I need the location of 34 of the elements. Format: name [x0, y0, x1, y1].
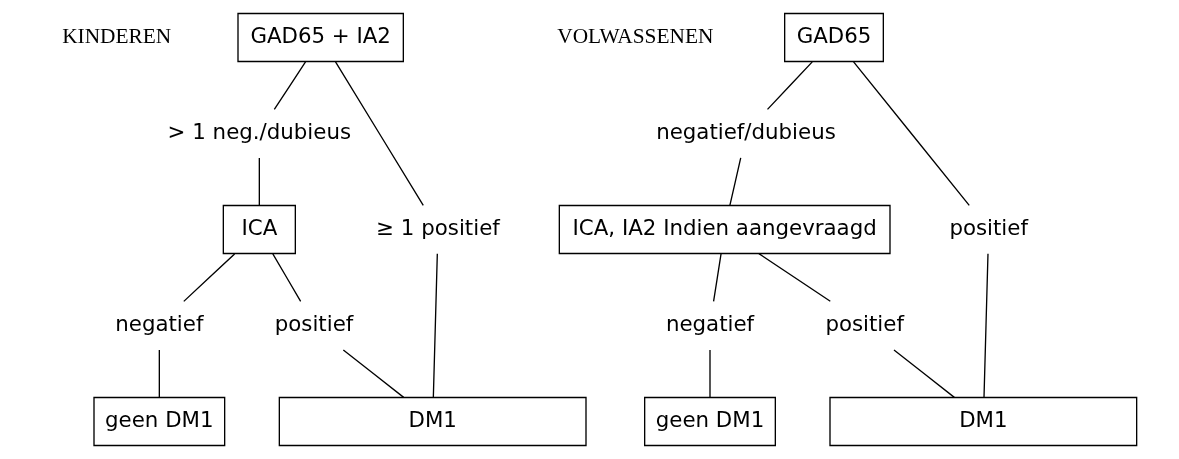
connector [982, 253, 989, 399]
node-box: geen DM1 [92, 396, 225, 447]
node-box: GAD65 + IA2 [236, 12, 404, 63]
connector [271, 253, 301, 303]
connector [334, 61, 424, 207]
node-text: > 1 neg./dubieus [167, 118, 351, 144]
label: KINDEREN [61, 23, 171, 48]
node-box: geen DM1 [643, 396, 776, 447]
node-text: positief [824, 310, 904, 336]
node-box: DM1 [278, 396, 587, 447]
connector [432, 253, 438, 399]
node-text: positief [274, 310, 353, 336]
connector [757, 253, 831, 302]
connector [708, 349, 711, 399]
node-text: negatief [665, 310, 754, 336]
connector [712, 253, 722, 303]
node-text: negatief [114, 310, 203, 336]
label: VOLWASSENEN [556, 23, 713, 48]
node-text: negatief/dubieus [655, 118, 836, 144]
connector [852, 61, 970, 207]
node-box: ICA [222, 204, 296, 255]
node-box: GAD65 [783, 12, 884, 63]
node-box: ICA, IA2 Indien aangevraagd [558, 204, 891, 255]
connector [342, 349, 404, 399]
connector [273, 61, 306, 111]
node-text: positief [948, 214, 1028, 240]
node-box: DM1 [828, 396, 1137, 447]
node-text: ≥ 1 positief [375, 214, 500, 240]
connector [892, 349, 955, 399]
connector [158, 349, 160, 399]
connector [182, 253, 235, 303]
connector [766, 61, 813, 111]
connector [728, 157, 741, 207]
connector [258, 157, 260, 207]
